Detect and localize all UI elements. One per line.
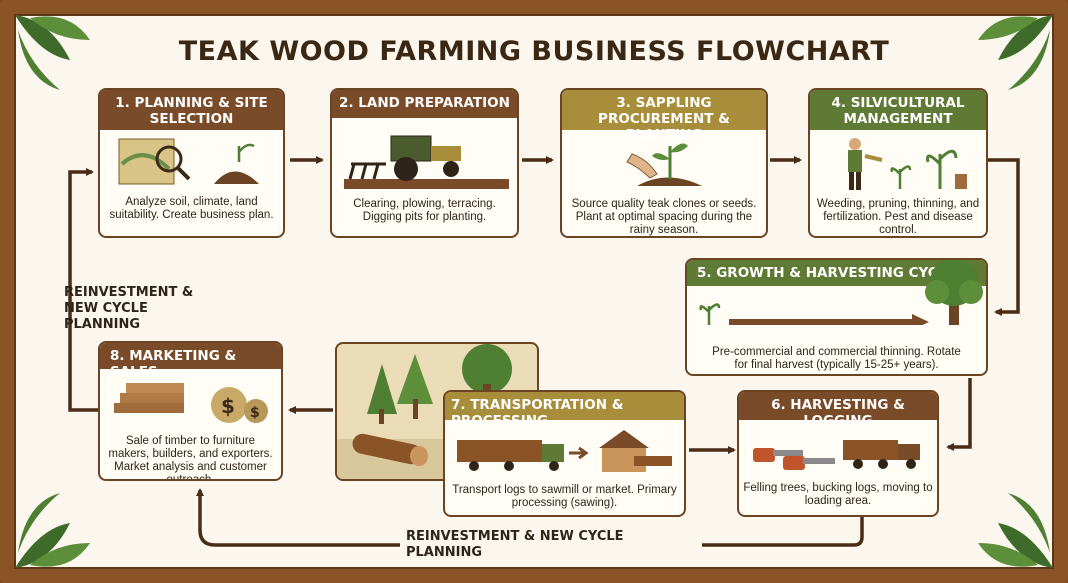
tractor-icon [344,135,509,189]
step-card-8: 8. MARKETING & SALES $ $ Sale of timber … [98,341,283,481]
step-title-8: 8. MARKETING & SALES [100,343,281,380]
step-desc-3: Source quality teak clones or seeds. Pla… [571,198,757,236]
step-card-2: 2. LAND PREPARATION Clearing, plowing, t… [330,88,519,238]
svg-text:$: $ [250,405,260,421]
step-title-7: 7. TRANSPORTATION & PROCESSING [445,392,684,429]
step-title-6: 6. HARVESTING & LOGGING [739,392,937,429]
growth-arrow-tree-icon [699,260,983,325]
step-desc-5: Pre-commercial and commercial thinning. … [712,346,961,371]
chainsaw-truck-icon [753,440,920,470]
step-desc-6: Felling trees, bucking logs, moving to l… [743,482,933,507]
step-desc-8: Sale of timber to furniture makers, buil… [108,435,273,481]
arrow-5-to-6 [946,378,972,451]
step-card-7: 7. TRANSPORTATION & PROCESSING Transport… [443,390,686,517]
step-title-1: 1. PLANNING & SITE SELECTION [100,90,283,130]
step-desc-2: Clearing, plowing, terracing. Digging pi… [353,198,496,223]
step-title-2: 2. LAND PREPARATION [332,90,517,118]
step-title-3: 3. SAPPLING PROCUREMENT & PLANTING [562,90,766,143]
leaf-decoration-top-right [978,15,1053,90]
svg-text:$: $ [221,394,235,418]
leaf-decoration-bottom-left [15,493,90,568]
step-desc-4: Weeding, pruning, thinning, and fertiliz… [816,198,980,236]
step-card-6: 6. HARVESTING & LOGGING Felling trees, b… [737,390,939,517]
step-card-5: 5. GROWTH & HARVESTING CYCLE Pre-commerc… [685,258,988,376]
leaf-decoration-bottom-right [978,493,1053,568]
truck-sawmill-icon [457,430,672,472]
farmer-watering-icon [848,138,967,190]
step-card-4: 4. SILVICULTURAL MANAGEMENT Weeding, pru… [808,88,988,238]
page-title: TEAK WOOD FARMING BUSINESS FLOWCHART [178,36,890,67]
loop-label-left: REINVESTMENT & NEW CYCLE PLANNING [64,285,194,332]
leaf-decoration-top-left [15,15,90,90]
map-magnifier-icon [118,138,259,185]
arrow-loop-left [68,168,98,412]
loop-label-bottom: REINVESTMENT & NEW CYCLE PLANNING [400,529,702,561]
step-card-3: 3. SAPPLING PROCUREMENT & PLANTING Sourc… [560,88,768,238]
step-card-1: 1. PLANNING & SITE SELECTION Analyze soi… [98,88,285,238]
step-desc-7: Transport logs to sawmill or market. Pri… [452,484,677,509]
sapling-planting-icon [626,143,702,186]
timber-money-icon: $ $ [114,383,268,423]
arrow-4-to-5 [988,158,1020,316]
step-desc-1: Analyze soil, climate, land suitability.… [109,196,274,221]
step-title-4: 4. SILVICULTURAL MANAGEMENT [810,90,986,130]
